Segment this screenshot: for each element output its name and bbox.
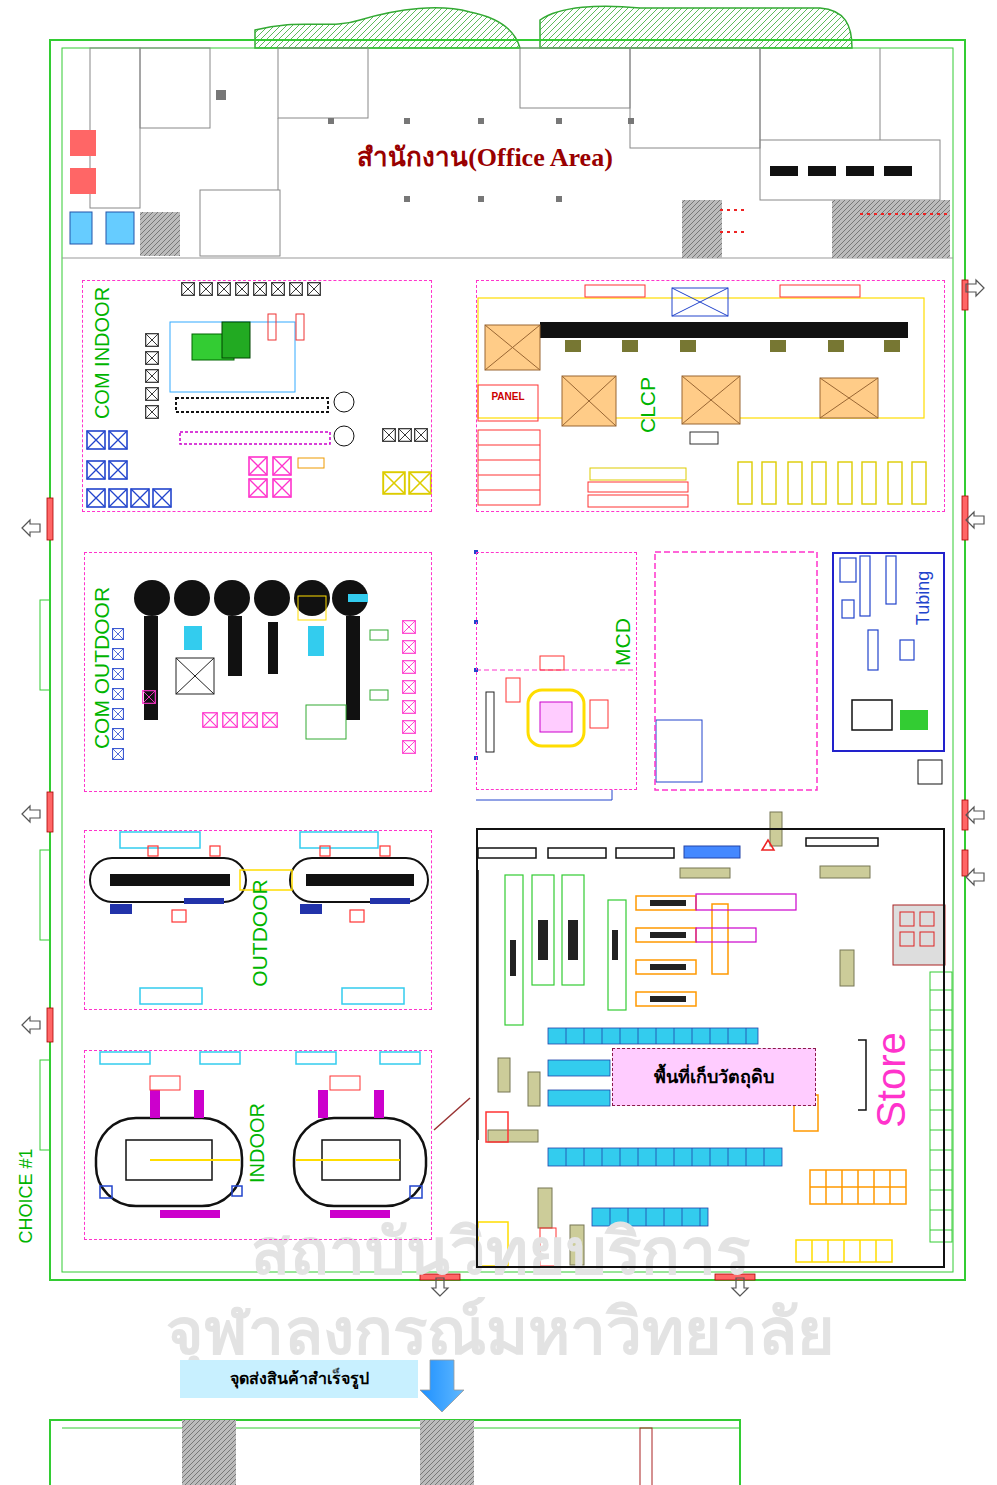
production-zone: OUTDOOR <box>84 830 432 1010</box>
production-zone: MCD <box>476 552 637 790</box>
zone-label: INDOOR <box>247 1103 267 1183</box>
production-zone: Tubing <box>832 552 945 752</box>
production-zone: COM INDOOR <box>82 280 432 512</box>
zone-label: MCD <box>612 618 633 666</box>
zone-label: OUTDOOR <box>249 879 270 986</box>
zone-label: จุดส่งสินค้าสำเร็จรูป <box>230 1370 369 1388</box>
shipping-point-box: จุดส่งสินค้าสำเร็จรูป <box>180 1360 418 1398</box>
watermark: สถาบันวิทยบริการ <box>251 1220 750 1284</box>
watermark: จุฬาลงกรณ์มหาวิทยาลัย <box>166 1300 835 1364</box>
zone-label: Tubing <box>914 571 932 625</box>
layout-option-label: CHOICE #1 <box>17 1148 35 1243</box>
zone-label: Store <box>871 1032 911 1128</box>
production-zone: INDOOR <box>84 1050 432 1240</box>
store-zone: Store พื้นที่เก็บวัตถุดิบ <box>476 828 945 1268</box>
zone-label: CLCP <box>637 377 658 433</box>
office-area: สำนักงาน(Office Area) <box>62 48 953 258</box>
area-label: PANEL <box>491 392 524 402</box>
zone-label: COM OUTDOOR <box>91 587 112 749</box>
zone-label: สำนักงาน(Office Area) <box>357 145 613 171</box>
storage-area-box: พื้นที่เก็บวัตถุดิบ <box>612 1048 816 1106</box>
zone-label: COM INDOOR <box>92 287 112 419</box>
production-zone: CLCP <box>476 280 945 512</box>
zone-label: พื้นที่เก็บวัตถุดิบ <box>654 1067 774 1088</box>
production-zone: COM OUTDOOR <box>84 552 432 792</box>
